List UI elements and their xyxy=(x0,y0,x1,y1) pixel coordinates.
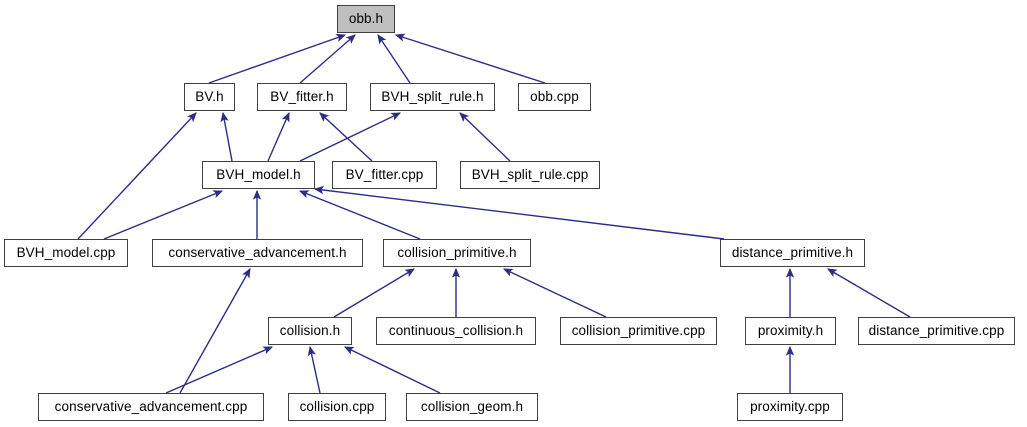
graph-edge xyxy=(77,112,197,240)
graph-node-label: collision.h xyxy=(279,323,341,339)
graph-node-obb-cpp[interactable]: obb.cpp xyxy=(518,83,591,111)
graph-edge xyxy=(313,185,725,240)
graph-edge xyxy=(827,268,911,318)
graph-node-conservative-advancement-cpp[interactable]: conservative_advancement.cpp xyxy=(38,393,264,421)
graph-node-bv-fitter-cpp[interactable]: BV_fitter.cpp xyxy=(332,161,437,189)
graph-node-label: collision.cpp xyxy=(299,399,375,415)
graph-edge xyxy=(319,112,373,162)
graph-node-continuous-collision-h[interactable]: continuous_collision.h xyxy=(376,317,536,345)
graph-node-label: BVH_split_rule.cpp xyxy=(471,167,589,183)
graph-node-conservative-advancement-h[interactable]: conservative_advancement.h xyxy=(152,239,363,267)
graph-edge xyxy=(394,33,546,84)
graph-edge xyxy=(298,190,421,240)
graph-node-label: distance_primitive.h xyxy=(731,245,854,261)
graph-edge xyxy=(377,34,411,84)
graph-edge xyxy=(307,345,321,394)
graph-node-label: collision_primitive.h xyxy=(397,245,517,261)
graph-edge xyxy=(179,268,251,394)
graph-node-collision-cpp[interactable]: collision.cpp xyxy=(288,393,386,421)
graph-edge xyxy=(220,111,233,162)
graph-node-label: conservative_advancement.h xyxy=(168,245,347,261)
graph-node-obb-h[interactable]: obb.h xyxy=(337,5,395,33)
graph-edge xyxy=(208,33,347,84)
graph-node-label: obb.cpp xyxy=(530,89,579,105)
graph-edge xyxy=(299,112,402,162)
graph-node-collision-h[interactable]: collision.h xyxy=(268,317,352,345)
graph-node-label: BVH_model.cpp xyxy=(16,245,116,261)
graph-node-label: BV_fitter.h xyxy=(270,89,334,105)
graph-node-bv-h[interactable]: BV.h xyxy=(184,83,235,111)
graph-node-label: BVH_split_rule.h xyxy=(381,89,484,105)
graph-node-bvh-model-cpp[interactable]: BVH_model.cpp xyxy=(4,239,128,267)
graph-node-collision-geom-h[interactable]: collision_geom.h xyxy=(406,393,538,421)
edge-layer xyxy=(77,33,911,394)
graph-node-label: collision_geom.h xyxy=(420,399,524,415)
graph-node-bv-fitter-h[interactable]: BV_fitter.h xyxy=(257,83,347,111)
graph-edge xyxy=(267,111,290,162)
graph-node-label: continuous_collision.h xyxy=(388,323,524,339)
graph-node-proximity-h[interactable]: proximity.h xyxy=(745,317,836,345)
graph-node-bvh-split-rule-cpp[interactable]: BVH_split_rule.cpp xyxy=(460,161,600,189)
graph-node-bvh-split-rule-h[interactable]: BVH_split_rule.h xyxy=(370,83,495,111)
graph-edge xyxy=(502,268,607,318)
graph-node-proximity-cpp[interactable]: proximity.cpp xyxy=(737,393,843,421)
graph-node-collision-primitive-h[interactable]: collision_primitive.h xyxy=(383,239,531,267)
graph-edge xyxy=(103,190,224,240)
graph-node-label: obb.h xyxy=(348,11,384,27)
graph-node-label: BV.h xyxy=(195,89,224,105)
graph-edge xyxy=(459,112,511,162)
graph-edge xyxy=(165,346,274,394)
graph-edge xyxy=(333,268,415,318)
graph-node-bvh-model-h[interactable]: BVH_model.h xyxy=(202,161,315,189)
graph-node-label: distance_primitive.cpp xyxy=(868,323,1005,339)
graph-node-distance-primitive-h[interactable]: distance_primitive.h xyxy=(720,239,865,267)
graph-node-label: collision_primitive.cpp xyxy=(571,323,706,339)
graph-node-distance-primitive-cpp[interactable]: distance_primitive.cpp xyxy=(858,317,1015,345)
graph-edge xyxy=(343,346,441,394)
graph-node-label: conservative_advancement.cpp xyxy=(54,399,248,415)
graph-node-label: BVH_model.h xyxy=(216,167,301,183)
graph-edge xyxy=(299,34,356,84)
graph-node-label: BV_fitter.cpp xyxy=(345,167,424,183)
graph-node-label: proximity.h xyxy=(757,323,824,339)
graph-node-collision-primitive-cpp[interactable]: collision_primitive.cpp xyxy=(560,317,717,345)
graph-node-label: proximity.cpp xyxy=(750,399,830,415)
